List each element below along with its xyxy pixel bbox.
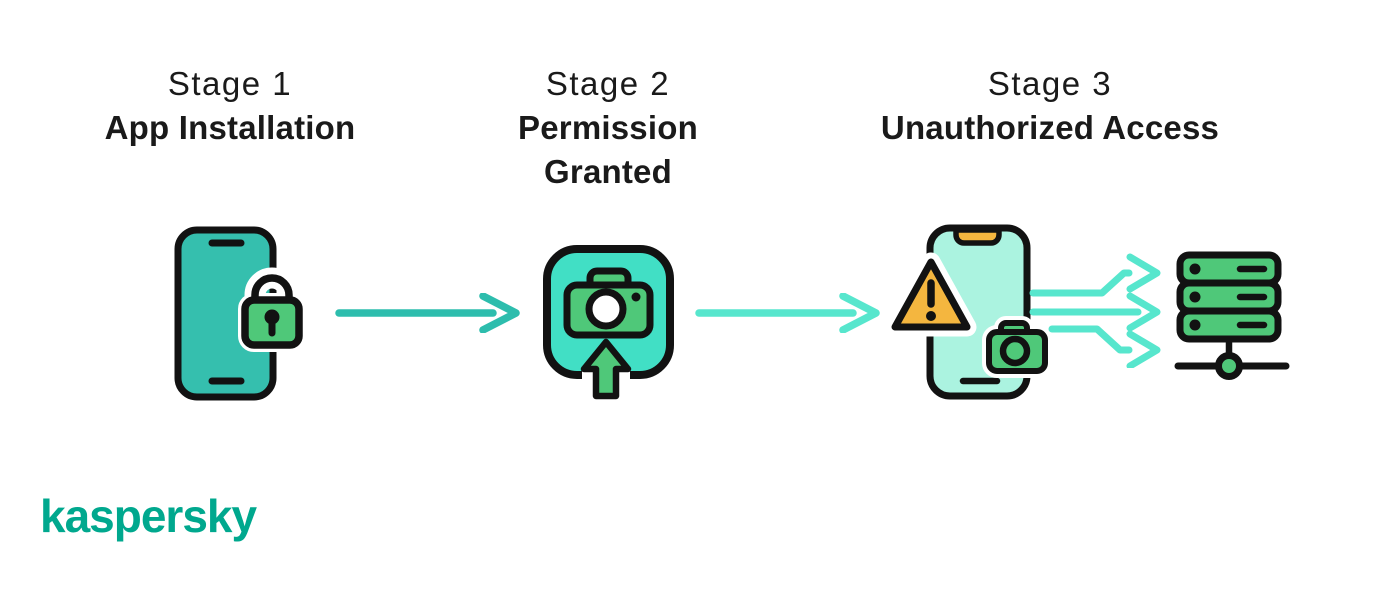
stage3-title: Unauthorized Access [880,109,1220,146]
stage1-header: Stage 1 App Installation [60,62,400,150]
data-stream-arrows-icon [1029,253,1161,368]
stage3-header: Stage 3 Unauthorized Access [830,62,1270,150]
kaspersky-logo: kaspersky [40,490,257,542]
arrow-stage2-to-stage3-icon [695,293,880,333]
phone-notch [953,227,1002,246]
server-icon [1174,251,1290,380]
stage3-label: Stage 3 [987,65,1113,102]
phone-lock-icon [174,226,306,401]
phone-warning-camera-icon [886,224,1052,400]
stage2-title: Permission Granted [518,109,698,190]
camera-upload-icon [543,245,674,400]
arrow-stage1-to-stage2-icon [335,293,520,333]
stage1-title: App Installation [104,109,356,146]
stage1-label: Stage 1 [167,65,293,102]
stage2-label: Stage 2 [545,65,671,102]
stage2-header: Stage 2 Permission Granted [468,62,748,194]
